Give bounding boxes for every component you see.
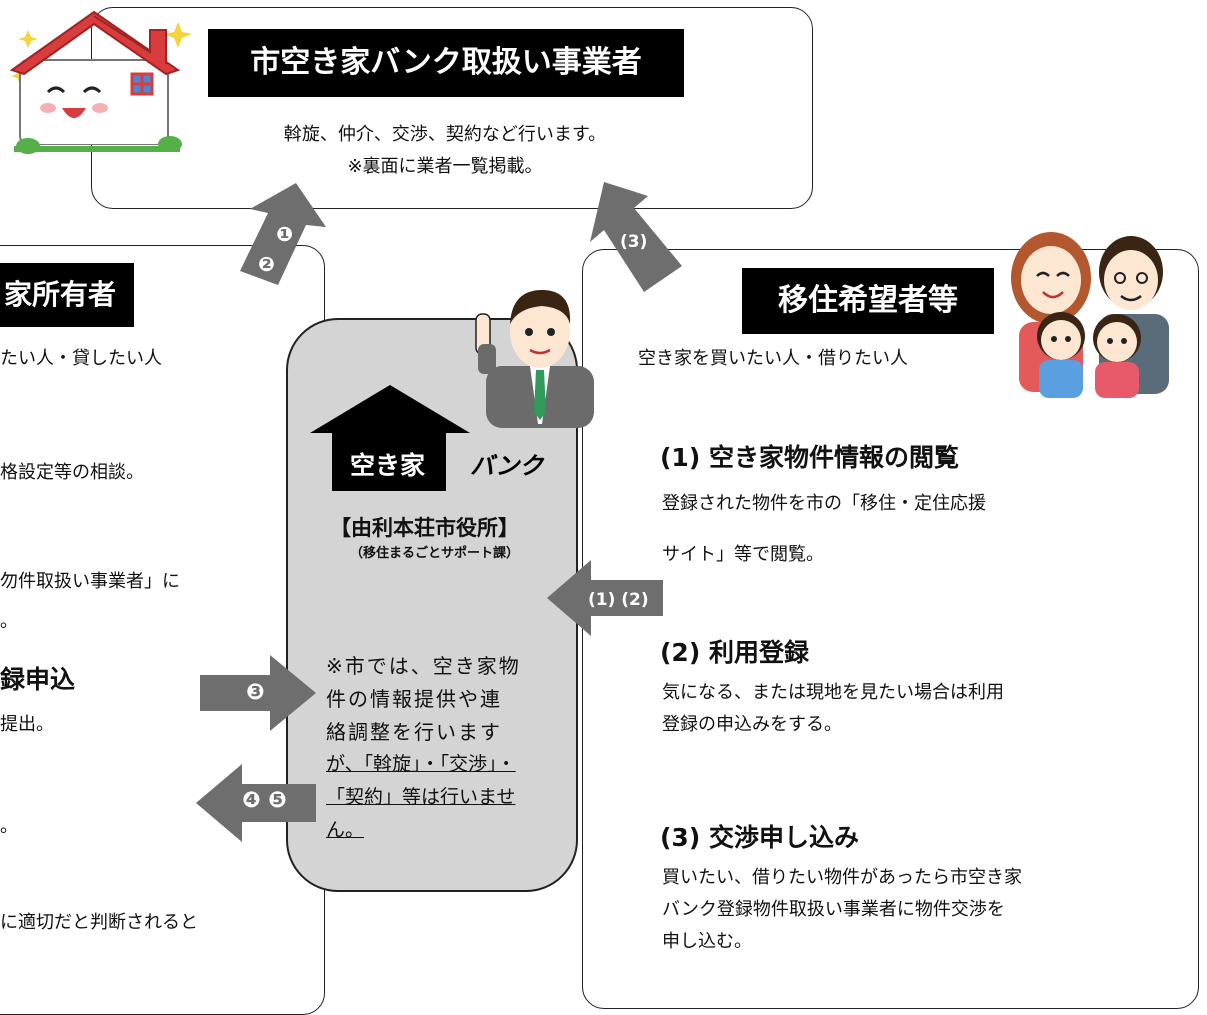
- arrow-label-1-2: (1) (2): [588, 590, 649, 610]
- bank-note-line-1: ※市では、空き家物: [326, 654, 521, 678]
- migrants-subtitle: 空き家を買いたい人・借りたい人: [638, 348, 908, 369]
- bank-label: バンク: [470, 452, 544, 480]
- section-2-line-2: 登録の申込みをする。: [662, 714, 842, 735]
- owners-dealer-line-2: 。: [0, 611, 18, 632]
- bank-note-line-4: が、「斡旋」・「交渉」・: [326, 753, 516, 775]
- owners-dealer-line-1: 勿件取扱い事業者」に: [0, 571, 180, 592]
- arrow-label-2: ❷: [258, 252, 275, 276]
- section-1-line-1: 登録された物件を市の「移住・定住応援: [662, 493, 986, 514]
- section-3-line-1: 買いたい、借りたい物件があったら市空き家: [662, 867, 1022, 888]
- arrow-migrants-to-bank: [547, 560, 663, 636]
- owners-subtitle: たい人・貸したい人: [0, 348, 162, 369]
- owners-submit-line: 提出。: [0, 714, 54, 735]
- section-1-line-2: サイト」等で閲覧。: [662, 544, 824, 565]
- bank-note-line-2: 件の情報提供や連: [326, 687, 502, 711]
- owners-title: 家所有者: [0, 263, 134, 327]
- bank-house-shape: [310, 385, 470, 491]
- owners-judge-line: に適切だと判断されると: [0, 912, 198, 933]
- arrow-bank-to-owners: [196, 764, 316, 842]
- section-2-heading: (2) 利用登録: [660, 638, 809, 667]
- arrow-label-3-paren: (3): [620, 232, 648, 252]
- owners-register-heading: 録申込: [0, 665, 76, 694]
- staff-pointing-icon: [475, 290, 594, 428]
- section-3-line-2: バンク登録物件取扱い事業者に物件交渉を: [662, 899, 1005, 920]
- section-2-line-1: 気になる、または現地を見たい場合は利用: [662, 682, 1004, 703]
- owners-price-line: 格設定等の相談。: [0, 462, 144, 483]
- arrow-migrants-to-dealers: [590, 182, 682, 292]
- dealers-line-1: 斡旋、仲介、交渉、契約など行います。: [283, 124, 607, 145]
- bank-house-label: 空き家: [350, 451, 426, 480]
- arrow-label-4-5: ❹ ❺: [242, 788, 287, 813]
- arrow-owners-to-dealers: [240, 183, 326, 285]
- section-1-heading: (1) 空き家物件情報の閲覧: [660, 443, 959, 472]
- house-mascot-icon: [9, 10, 192, 154]
- arrow-label-1: ❶: [276, 222, 293, 246]
- dealers-line-2: ※裏面に業者一覧掲載。: [347, 156, 543, 177]
- bank-note-line-6: ん。: [326, 819, 365, 841]
- bank-office: 【由利本荘市役所】: [330, 516, 519, 540]
- family-icon: [1011, 232, 1169, 398]
- bank-dept: （移住まるごとサポート課）: [350, 546, 520, 561]
- arrow-owners-to-bank: [200, 655, 316, 731]
- arrow-label-3: ❸: [246, 680, 265, 705]
- section-3-heading: (3) 交渉申し込み: [660, 823, 859, 852]
- bank-note-line-5: 「契約」等は行いませ: [326, 786, 516, 808]
- owners-dot-line: 。: [0, 816, 18, 837]
- dealers-title: 市空き家バンク取扱い事業者: [208, 29, 684, 97]
- bank-note-line-3: 絡調整を行います: [326, 720, 502, 744]
- section-3-line-3: 申し込む。: [662, 931, 752, 952]
- migrants-title: 移住希望者等: [742, 268, 994, 334]
